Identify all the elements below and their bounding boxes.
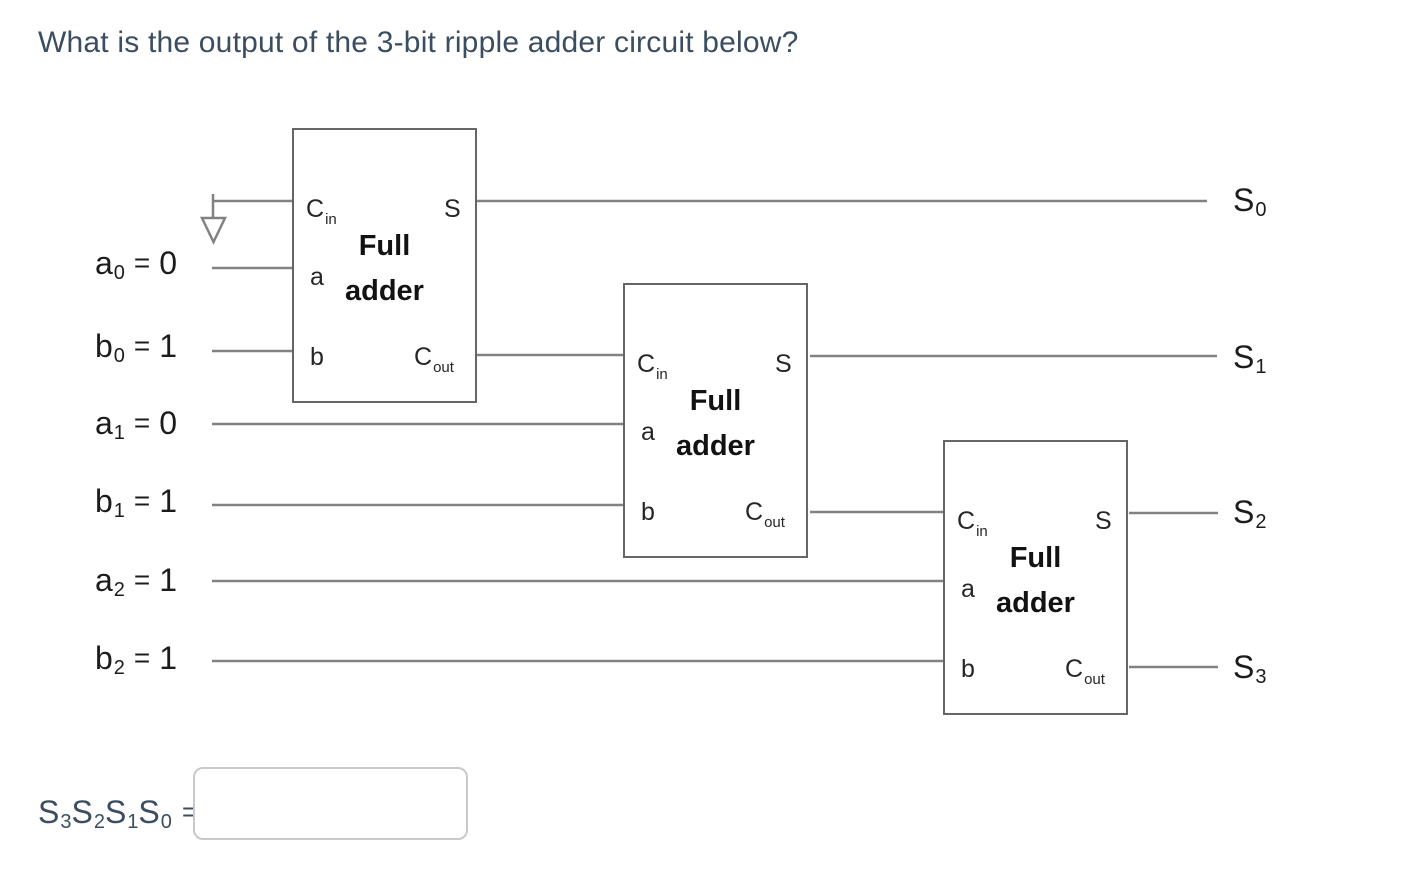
pin-label-cin: Cin [306,195,337,228]
pin-label-s: S [444,195,461,223]
pin-label-cout: Cout [1065,655,1105,688]
pin-label-a: a [961,575,975,603]
pin-label-cin: Cin [637,350,668,383]
adder-title: Full adder [345,230,424,307]
pin-label-cout: Cout [414,343,454,376]
ground-icon [200,194,227,245]
pin-label-b: b [961,655,975,683]
full-adder-box-0: Cin S Full adder a b Cout [292,128,477,403]
pin-label-a: a [310,263,324,291]
full-adder-box-2: Cin S Full adder a b Cout [943,440,1128,715]
answer-input[interactable] [193,767,468,840]
question-title: What is the output of the 3-bit ripple a… [38,26,799,59]
pin-label-cin: Cin [957,507,988,540]
pin-label-cout: Cout [745,498,785,531]
pin-label-b: b [641,498,655,526]
adder-title: Full adder [996,542,1075,619]
adder-title: Full adder [676,385,755,462]
pin-label-b: b [310,343,324,371]
full-adder-box-1: Cin S Full adder a b Cout [623,283,808,558]
pin-label-s: S [775,350,792,378]
pin-label-a: a [641,418,655,446]
pin-label-s: S [1095,507,1112,535]
